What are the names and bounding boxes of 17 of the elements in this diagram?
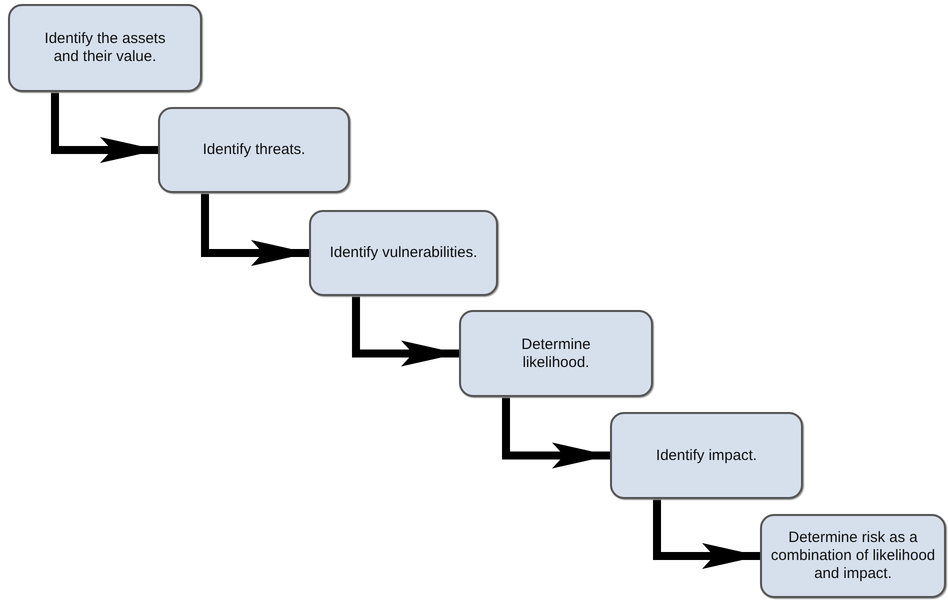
step-text: Determine risk as a combination of likelihood and impact. bbox=[770, 529, 936, 583]
process-box bbox=[309, 210, 498, 296]
step-text: Determine likelihood. bbox=[520, 336, 592, 372]
elbow-arrow bbox=[201, 193, 309, 266]
process-box bbox=[459, 310, 653, 397]
process-box bbox=[760, 514, 946, 598]
step-text: Identify threats. bbox=[202, 141, 306, 159]
process-box bbox=[610, 412, 803, 499]
elbow-arrow bbox=[653, 499, 760, 569]
step-text: Identify vulnerabilities. bbox=[330, 244, 478, 262]
elbow-arrow bbox=[51, 92, 158, 163]
elbow-arrow bbox=[502, 397, 610, 468]
step-text: Identify the assets and their value. bbox=[44, 30, 166, 66]
process-box bbox=[8, 4, 202, 92]
process-box bbox=[158, 107, 350, 193]
elbow-arrow bbox=[352, 296, 459, 366]
step-text: Identify impact. bbox=[656, 446, 757, 464]
